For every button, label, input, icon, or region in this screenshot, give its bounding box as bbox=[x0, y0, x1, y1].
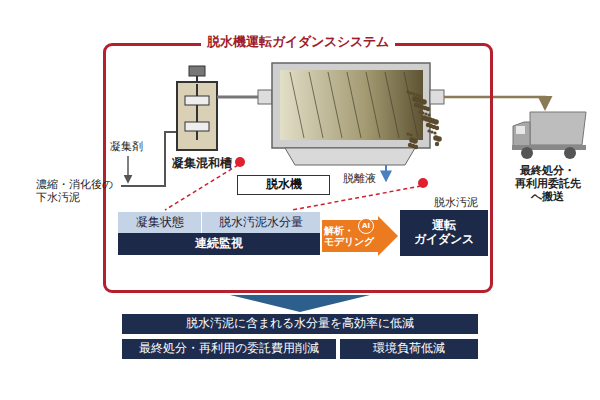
flow-chevron bbox=[230, 295, 370, 312]
cake-label: 脱水汚泥 bbox=[434, 196, 478, 209]
destination-label: 最終処分・ 再利用委託先 へ搬送 bbox=[500, 164, 595, 204]
node-text: 凝集状態 bbox=[136, 216, 184, 230]
dehydrator bbox=[258, 63, 444, 165]
monitor-item: 脱水汚泥水分量 bbox=[202, 212, 320, 233]
monitor-band: 連続監視 bbox=[118, 233, 320, 255]
sensor-dot bbox=[418, 178, 428, 188]
node-text: 脱水汚泥水分量 bbox=[219, 216, 303, 230]
sensor-dot bbox=[235, 157, 245, 167]
monitor-item: 凝集状態 bbox=[118, 212, 201, 233]
result-band: 脱水汚泥に含まれる水分量を高効率に低減 bbox=[122, 314, 478, 334]
result-band: 環境負荷低減 bbox=[340, 339, 478, 359]
chemical-label: 凝集剤 bbox=[110, 140, 143, 153]
node-text: 運転 ガイダンス bbox=[400, 219, 488, 247]
cake-pipe bbox=[444, 97, 545, 108]
result-band: 最終処分・再利用の委託費用削減 bbox=[122, 339, 336, 359]
filtrate-arrow bbox=[385, 165, 387, 180]
inflow-label: 濃縮・消化後の 下水汚泥 bbox=[36, 178, 118, 204]
node-text: 脱水機 bbox=[266, 178, 302, 192]
node-text: 環境負荷低減 bbox=[373, 342, 445, 356]
guidance-box: 運転 ガイダンス bbox=[400, 210, 488, 256]
coagulant-arrow bbox=[127, 156, 129, 182]
node-text: 連続監視 bbox=[195, 237, 243, 251]
mixing-tank bbox=[177, 66, 217, 150]
node-text: 最終処分・再利用の委託費用削減 bbox=[139, 342, 319, 356]
filtrate-label: 脱離液 bbox=[343, 172, 376, 185]
frame-title: 脱水機運転ガイダンスシステム bbox=[201, 35, 395, 50]
leader-line bbox=[165, 165, 238, 210]
tank-label: 凝集混和槽 bbox=[172, 156, 232, 170]
transfer-pipe bbox=[217, 96, 258, 99]
node-text: 脱水汚泥に含まれる水分量を高効率に低減 bbox=[186, 317, 414, 331]
dump-truck bbox=[512, 112, 586, 159]
machine-label-box: 脱水機 bbox=[237, 175, 330, 195]
ai-icon: AI bbox=[358, 218, 374, 234]
system-frame: 脱水機運転ガイダンスシステム脱水機凝集状態脱水汚泥水分量連続監視解析・ モデリン… bbox=[103, 43, 493, 293]
